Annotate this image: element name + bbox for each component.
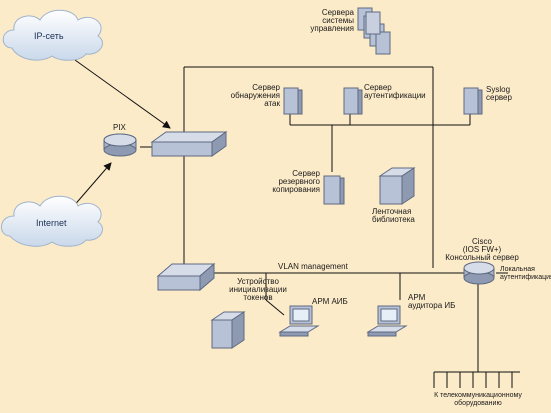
switch-icon <box>150 131 228 157</box>
server-icon <box>343 87 363 115</box>
label-tape-library: Ленточная библиотека <box>372 207 415 224</box>
label-ids-server: Сервер обнаружения атак <box>230 83 280 108</box>
server-icon <box>357 7 391 55</box>
label-arm-aib: АРМ АИБ <box>312 297 348 306</box>
workstation-icon <box>366 305 408 337</box>
workstation-icon <box>278 305 320 337</box>
server-icon <box>283 87 303 115</box>
label-mgmt-servers: Сервера системы управления <box>310 8 354 33</box>
router-icon <box>103 133 137 157</box>
label-backup-server: Сервер резервного копирования <box>272 169 320 194</box>
tape-library-icon <box>378 167 416 205</box>
cloud-label-internet: Internet <box>36 218 67 228</box>
label-auth-server: Сервер аутентификации <box>364 83 426 100</box>
cloud-icon <box>1 195 103 247</box>
label-telecom: К телекоммуникационному оборудованию <box>434 392 522 407</box>
label-arm-auditor: АРМ аудитора ИБ <box>408 293 456 310</box>
label-local-auth: Локальная аутентификация <box>500 266 551 281</box>
switch-icon <box>156 262 216 292</box>
label-pix: PIX <box>113 123 126 132</box>
router-icon <box>463 261 495 285</box>
server-icon <box>323 175 345 205</box>
cloud-label-ip: IP-сеть <box>34 31 64 41</box>
server-icon <box>210 311 246 349</box>
cloud-icon <box>2 9 103 61</box>
server-icon <box>463 87 483 115</box>
label-vlan: VLAN management <box>278 262 348 271</box>
label-token-device: Устройство инициализации токенов <box>229 277 287 302</box>
label-cisco-console: Cisco (IOS FW+) Консольный сервер <box>445 237 519 262</box>
label-syslog-server: Syslog сервер <box>486 85 512 102</box>
